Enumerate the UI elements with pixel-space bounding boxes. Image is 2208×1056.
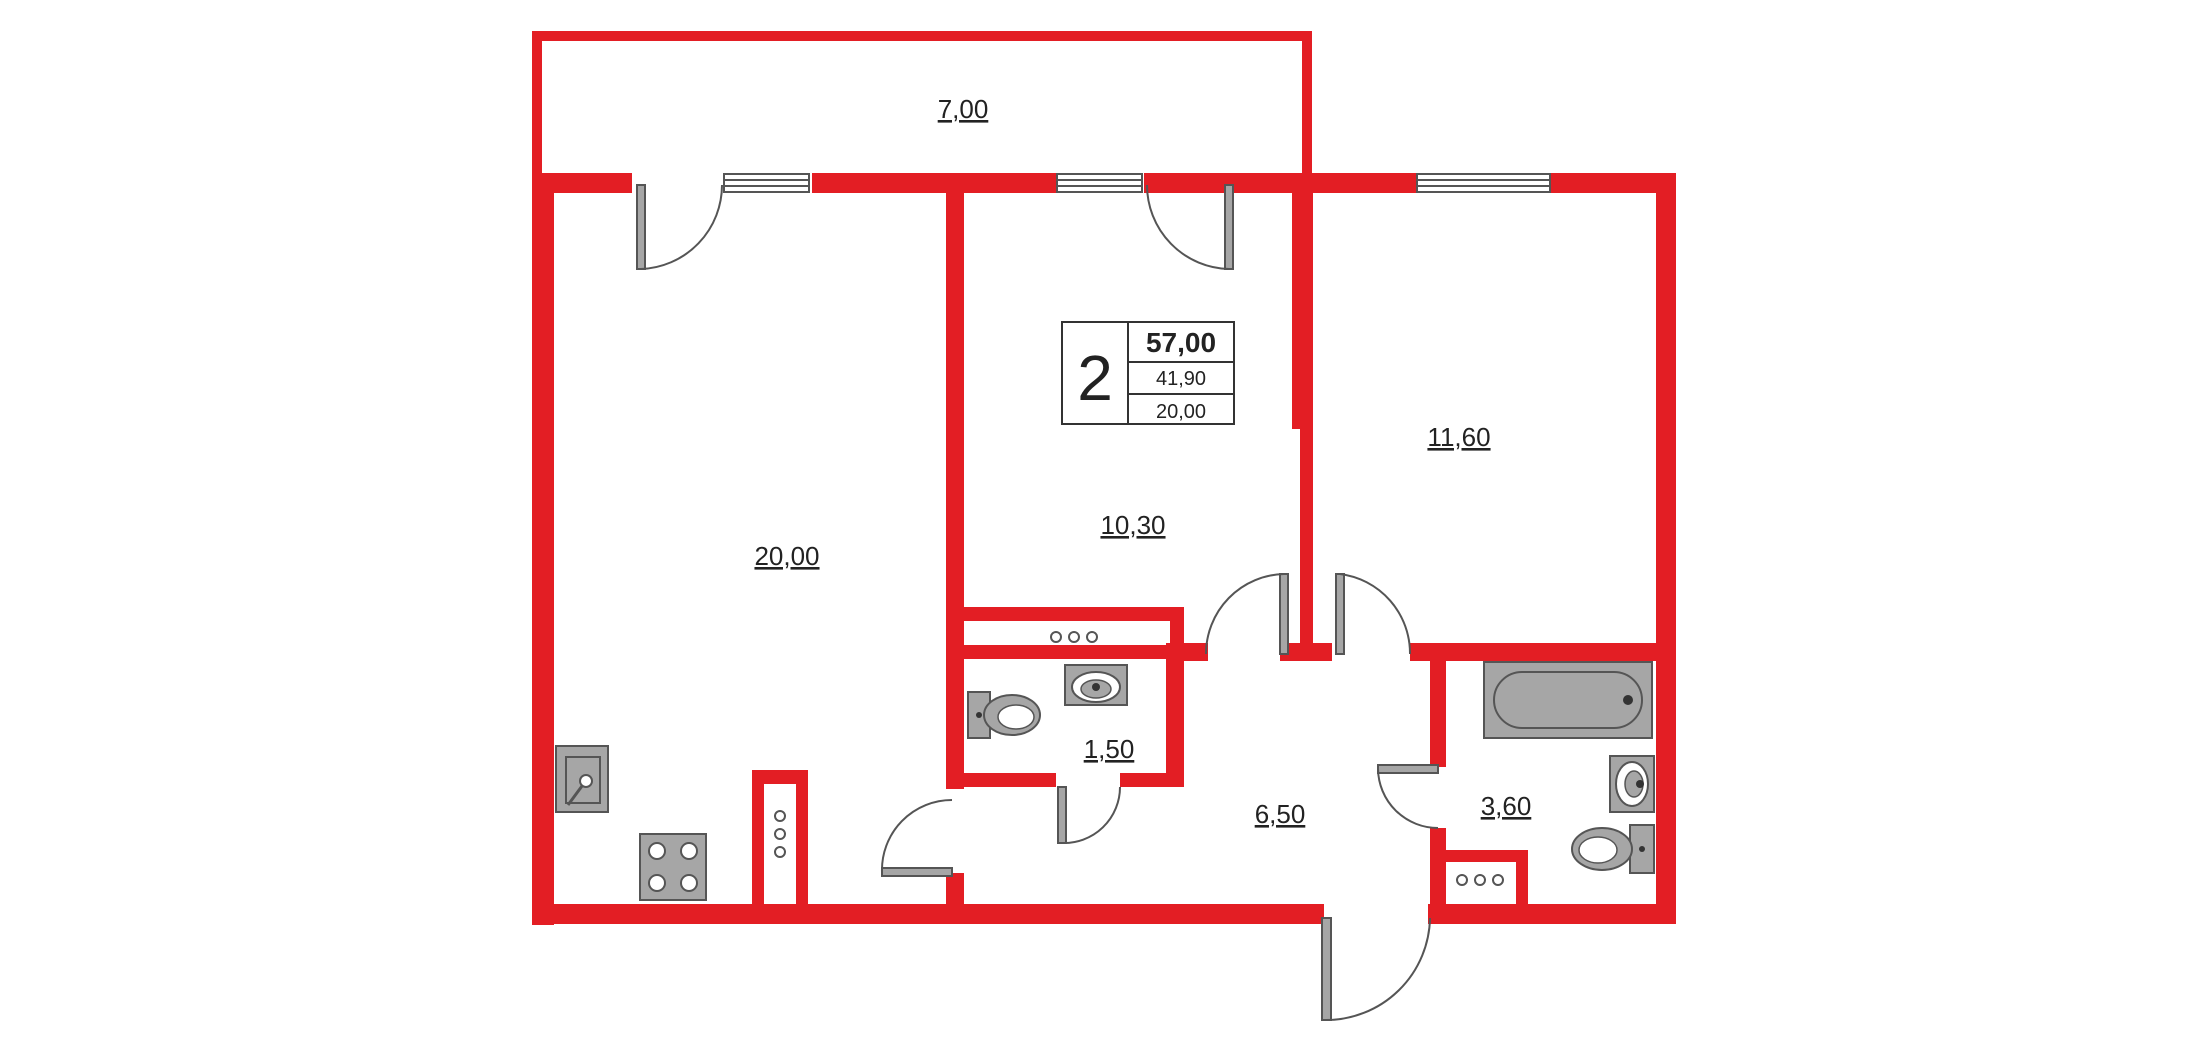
room-1-area-label: 10,30 [1100,510,1165,540]
shaft-icon [774,810,786,858]
hallway-area-label: 6,50 [1255,799,1306,829]
bathtub-icon [1483,661,1653,739]
walls [532,31,1676,925]
living-area: 41,90 [1156,368,1206,390]
room-count: 2 [1077,342,1113,414]
total-area: 57,00 [1146,327,1216,358]
shaft-icon [1456,874,1504,886]
window-icon [723,173,1551,193]
room-2-area-label: 11,60 [1427,422,1490,452]
kitchen-area: 20,00 [1156,401,1206,423]
apartment-summary-badge: 2 57,00 41,90 20,00 [1061,321,1235,425]
stove-icon [639,833,707,901]
room-labels: 7,00 20,00 10,30 11,60 1,50 6,50 3,60 [754,94,1531,829]
toilet-icon [1571,824,1655,874]
kitchen-area-label: 20,00 [754,541,819,571]
toilet-icon [967,691,1041,739]
washbasin-icon [1609,755,1655,813]
bathroom-area-label: 3,60 [1481,791,1532,821]
sink-icon [555,745,609,813]
shaft-icon [1050,631,1098,643]
balcony-area-label: 7,00 [938,94,989,124]
door-swing-icon [636,184,1439,1021]
washbasin-icon [1064,664,1128,706]
toilet-area-label: 1,50 [1084,734,1135,764]
